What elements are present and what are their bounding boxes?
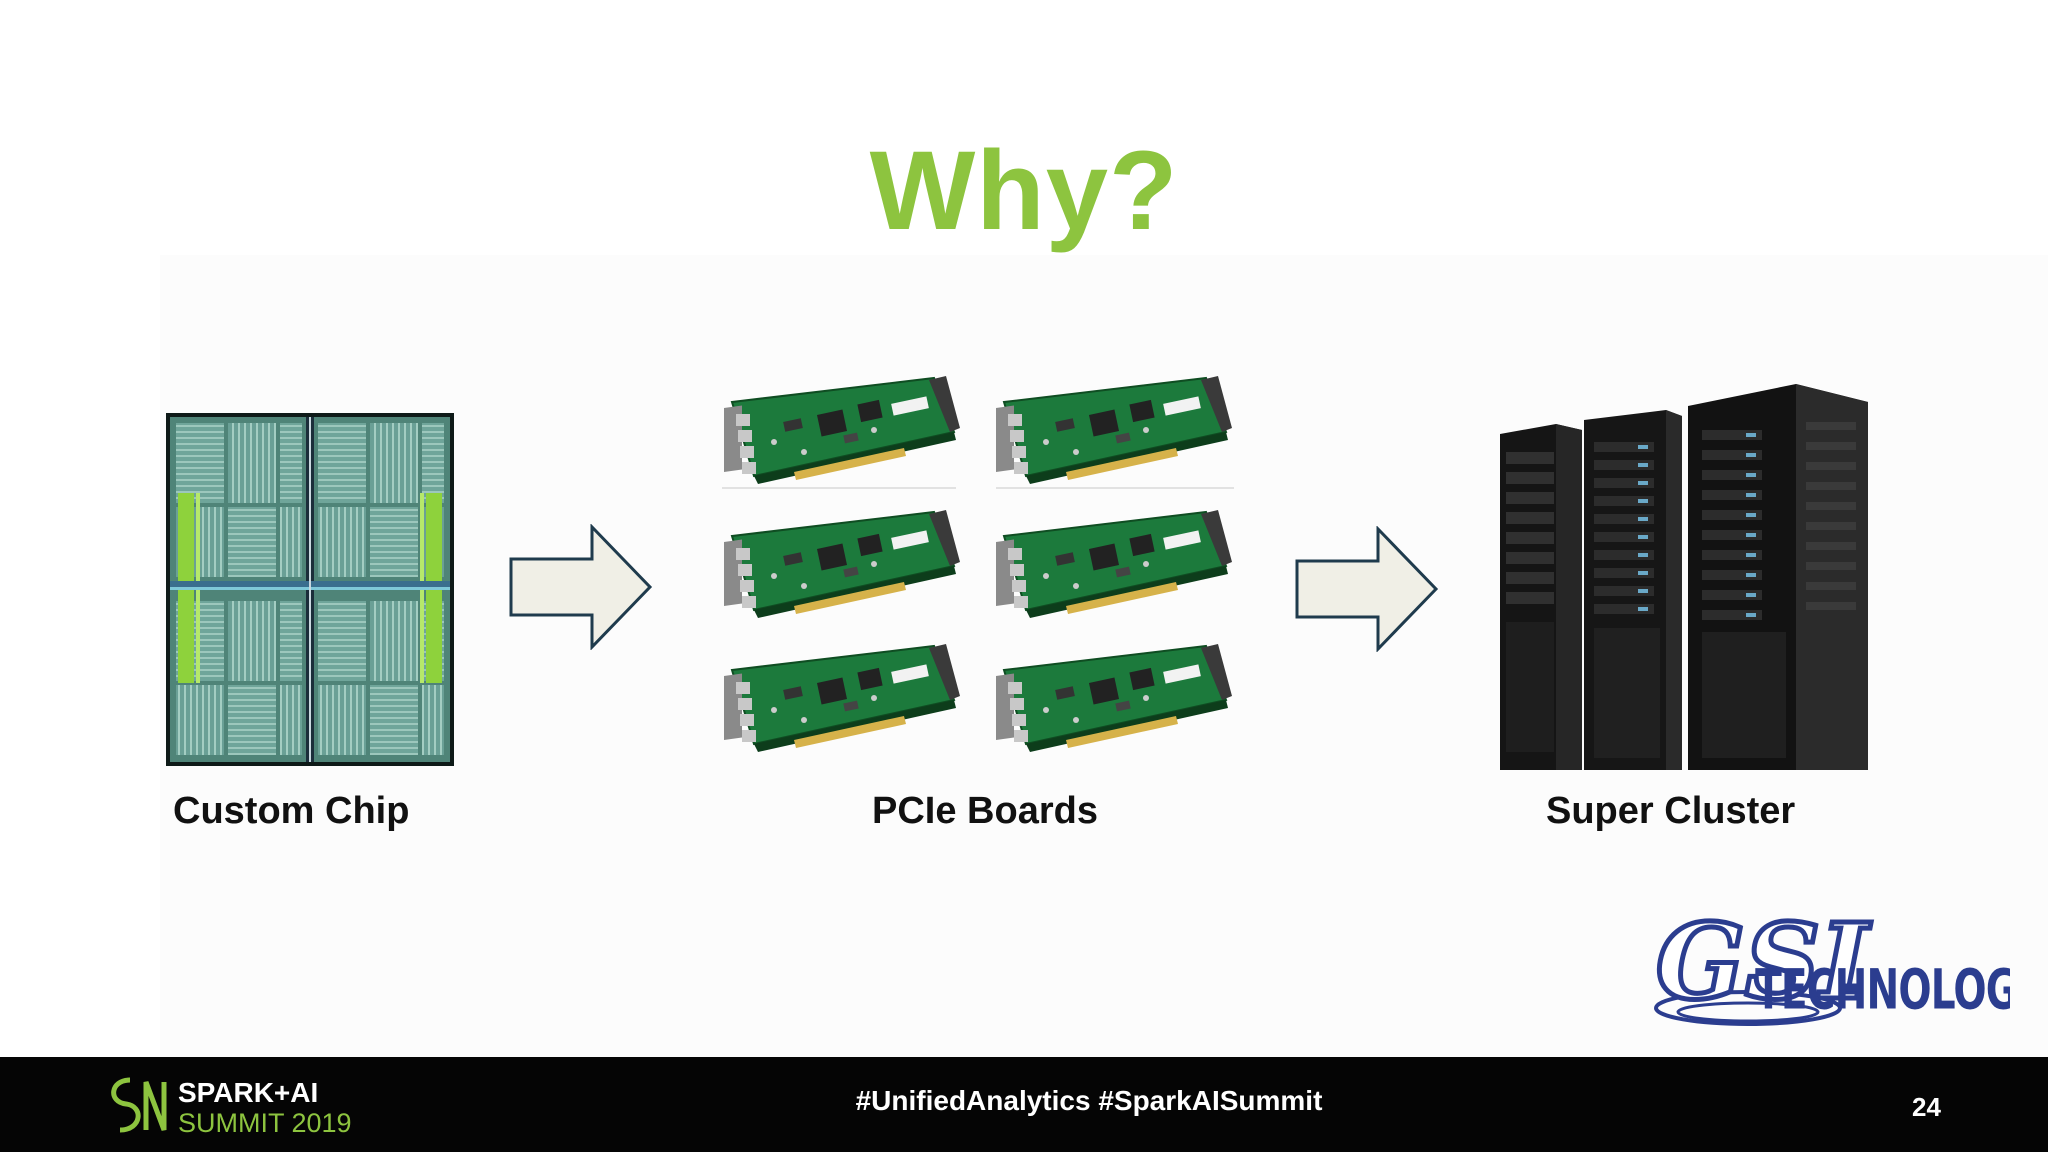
svg-text:SUMMIT 2019: SUMMIT 2019 — [178, 1108, 352, 1138]
footer-bar — [0, 1057, 2048, 1152]
svg-text:SPARK+AI: SPARK+AI — [178, 1077, 318, 1108]
page-number: 24 — [1912, 1092, 1941, 1122]
svg-text:TECHNOLOGY: TECHNOLOGY — [1755, 959, 2010, 1022]
svg-text:GSI: GSI — [1656, 900, 1872, 1023]
slide-canvas: Why? — [166, 128, 2010, 1026]
chip-die-image — [166, 413, 454, 766]
gsi-technology-logo: GSI TECHNOLOGY — [1654, 898, 2010, 1026]
spark-ai-logo: SPARK+AI SUMMIT 2019 — [111, 1077, 352, 1138]
right-arrow-icon — [509, 524, 653, 650]
stage-label-custom-chip: Custom Chip — [173, 790, 410, 832]
server-rack-image — [1500, 384, 1868, 770]
footer-hashtags: #UnifiedAnalytics #SparkAISummit — [855, 1085, 1323, 1116]
right-arrow-icon — [1295, 526, 1439, 652]
pcie-boards-image — [722, 375, 1234, 753]
slide-title: Why? — [869, 128, 1179, 253]
stage-label-pcie-boards: PCIe Boards — [872, 790, 1098, 832]
stage-label-super-cluster: Super Cluster — [1546, 790, 1796, 832]
